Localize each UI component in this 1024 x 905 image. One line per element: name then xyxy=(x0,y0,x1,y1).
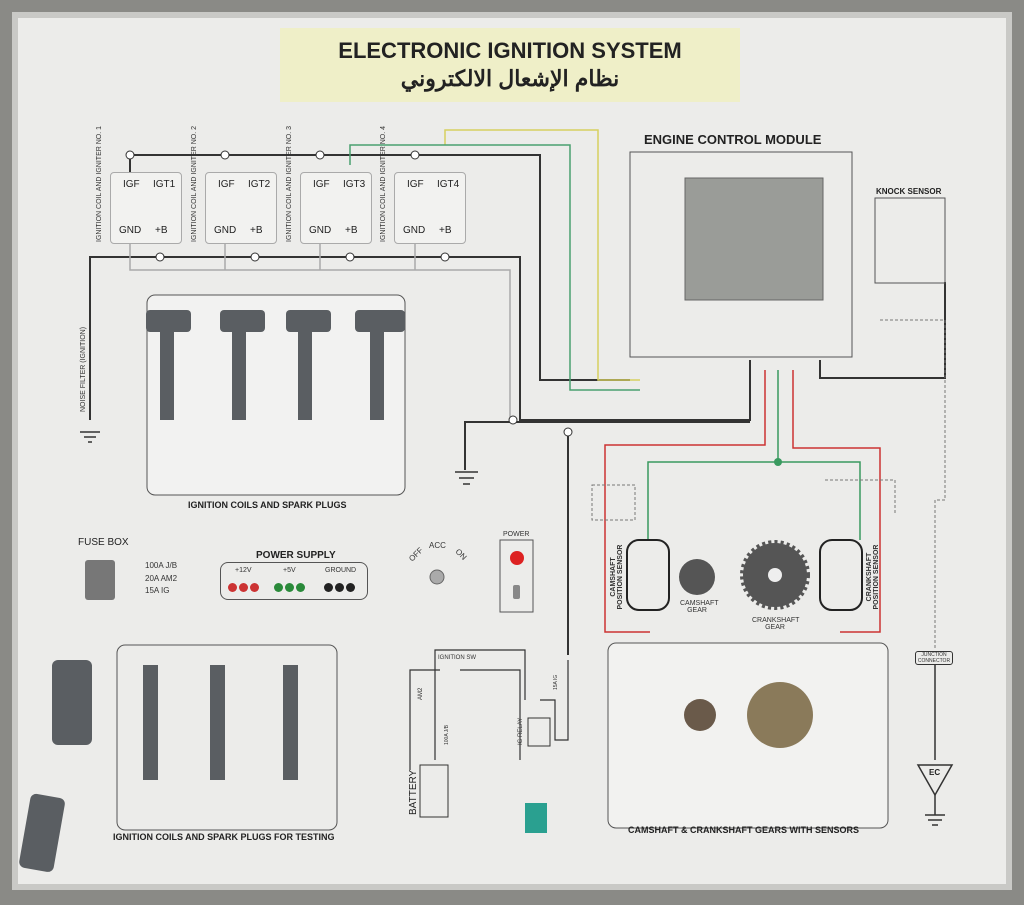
igf-label: IGF xyxy=(123,179,140,190)
ig-relay-label: IG RELAY xyxy=(518,717,524,745)
camshaft-gear-icon xyxy=(679,559,715,595)
power-toggle-switch[interactable] xyxy=(513,585,520,599)
5v-jacks[interactable] xyxy=(273,579,306,597)
switch-acc: ACC xyxy=(429,541,446,550)
b-label: +B xyxy=(250,225,263,236)
12v-label: +12V xyxy=(235,567,252,574)
5v-label: +5V xyxy=(283,567,296,574)
camshaft-sensor-icon xyxy=(626,539,670,611)
igt-label: IGT3 xyxy=(343,179,366,190)
knock-sensor-label: KNOCK SENSOR xyxy=(876,187,942,196)
igt-label: IGT4 xyxy=(437,179,460,190)
fuse-15a: 15A IG xyxy=(145,586,170,595)
camshaft-gear-label: CAMSHAFT GEAR xyxy=(680,600,719,614)
igf-label: IGF xyxy=(313,179,330,190)
b-label: +B xyxy=(439,225,452,236)
crankshaft-sensor-icon xyxy=(819,539,863,611)
title-banner: ELECTRONIC IGNITION SYSTEM نظام الإشعال … xyxy=(280,28,740,102)
ecm-label: ENGINE CONTROL MODULE xyxy=(644,132,822,147)
b-label: +B xyxy=(155,225,168,236)
fuse-20a: 20A AM2 xyxy=(145,574,178,583)
testing-panel-label: IGNITION COILS AND SPARK PLUGS FOR TESTI… xyxy=(113,832,335,842)
camshaft-sensor-label: CAMSHAFT POSITION SENSOR xyxy=(610,544,624,610)
gnd-label: GND xyxy=(309,225,332,236)
power-label: POWER xyxy=(503,531,530,538)
gears-panel-label: CAMSHAFT & CRANKSHAFT GEARS WITH SENSORS xyxy=(628,825,859,835)
gnd-label: GND xyxy=(214,225,237,236)
12v-jacks[interactable] xyxy=(227,579,260,597)
igt-label: IGT2 xyxy=(248,179,271,190)
coil-1-label: IGNITION COIL AND IGNITER NO. 1 xyxy=(96,125,103,242)
ignition-key-fob xyxy=(525,803,547,833)
fuse-ig-label: 15A IG xyxy=(553,674,559,690)
power-supply-label: POWER SUPPLY xyxy=(256,550,336,561)
ground-jacks[interactable] xyxy=(323,579,356,597)
fuse-100a: 100A J/B xyxy=(145,561,178,570)
fuse-jb-label: 100A J/B xyxy=(444,724,450,745)
noise-filter-label: NOISE FILTER (IGNITION) xyxy=(80,326,87,412)
title-arabic: نظام الإشعال الالكتروني xyxy=(400,66,620,91)
ignition-coil-box-1: IGF IGT1 GND +B xyxy=(110,172,182,244)
fuse-box-label: FUSE BOX xyxy=(78,537,129,548)
igt-label: IGT1 xyxy=(153,179,176,190)
training-board xyxy=(12,12,1012,890)
coil-4-label: IGNITION COIL AND IGNITER NO. 4 xyxy=(380,125,387,242)
junction-connector: JUNCTION CONNECTOR xyxy=(915,651,953,665)
ignition-sw-label: IGNITION SW xyxy=(438,655,476,661)
gnd-label: GND xyxy=(119,225,142,236)
crankshaft-gear-label: CRANKSHAFT GEAR xyxy=(752,617,800,631)
title-english: ELECTRONIC IGNITION SYSTEM xyxy=(338,38,682,63)
fuse-am2-label: AM2 xyxy=(418,687,424,700)
ignition-key-switch xyxy=(429,569,445,585)
power-indicator-icon xyxy=(510,551,524,565)
gnd-label: GND xyxy=(403,225,426,236)
coil-2-label: IGNITION COIL AND IGNITER NO. 2 xyxy=(191,125,198,242)
ground-label: GROUND xyxy=(325,567,357,574)
igf-label: IGF xyxy=(218,179,235,190)
ignition-coil-box-4: IGF IGT4 GND +B xyxy=(394,172,466,244)
coils-panel-label: IGNITION COILS AND SPARK PLUGS xyxy=(188,500,347,510)
ignition-coil-box-2: IGF IGT2 GND +B xyxy=(205,172,277,244)
b-label: +B xyxy=(345,225,358,236)
coil-3-label: IGNITION COIL AND IGNITER NO. 3 xyxy=(286,125,293,242)
battery-label: BATTERY xyxy=(408,769,419,815)
igf-label: IGF xyxy=(407,179,424,190)
crankshaft-sensor-label: CRANKSHAFT POSITION SENSOR xyxy=(866,544,880,610)
ecm-unit xyxy=(684,177,824,301)
ignition-coil-box-3: IGF IGT3 GND +B xyxy=(300,172,372,244)
ec-label: EC xyxy=(929,768,941,777)
power-supply-panel: +12V +5V GROUND xyxy=(220,562,368,600)
